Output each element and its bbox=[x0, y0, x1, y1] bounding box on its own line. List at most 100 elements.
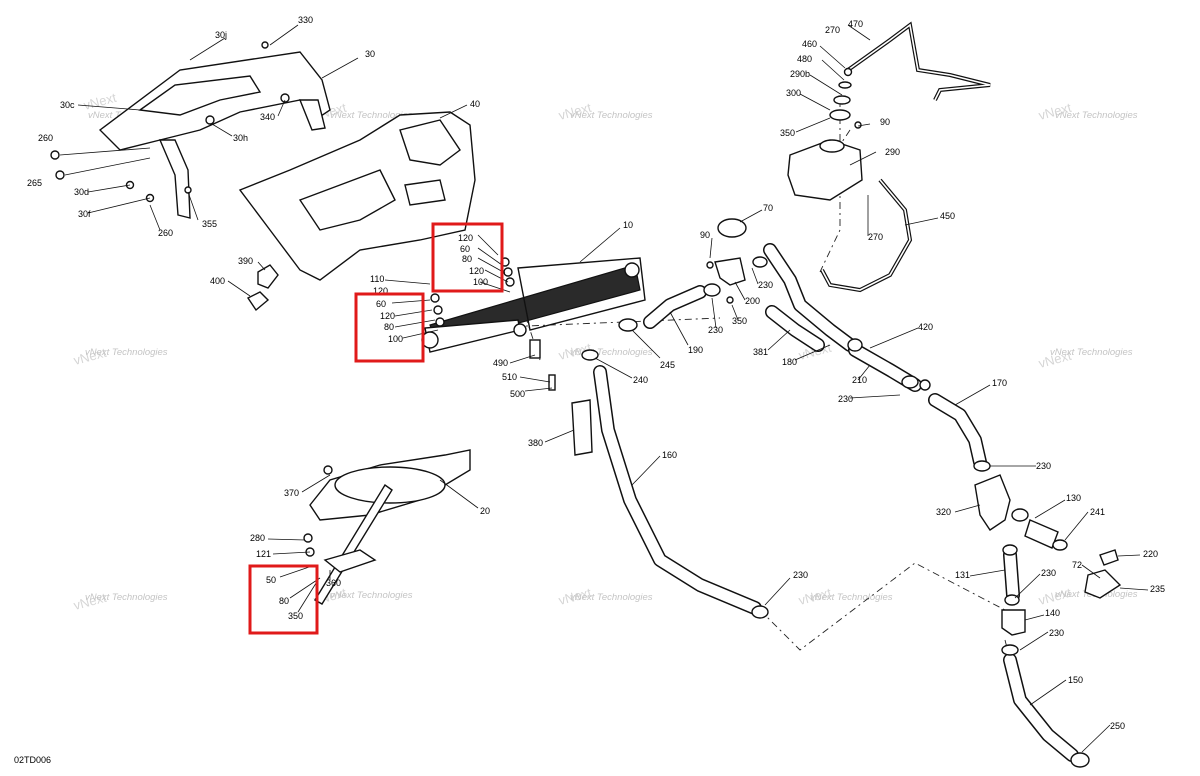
callout-230: 230 bbox=[708, 325, 723, 335]
clip-icon bbox=[246, 291, 270, 312]
callout-10: 10 bbox=[623, 220, 633, 230]
callout-80: 80 bbox=[279, 596, 289, 606]
watermark: vNext Technologies bbox=[330, 110, 413, 121]
hose-380 bbox=[571, 399, 593, 456]
callout-80: 80 bbox=[384, 322, 394, 332]
leader-line bbox=[64, 157, 151, 176]
callout-250: 250 bbox=[1110, 721, 1125, 731]
clip-parts bbox=[246, 264, 279, 312]
callout-265: 265 bbox=[27, 178, 42, 188]
callout-70: 70 bbox=[763, 203, 773, 213]
screw-icon bbox=[50, 150, 60, 160]
clamp-icon bbox=[1002, 544, 1018, 556]
callout-230: 230 bbox=[1049, 628, 1064, 638]
clamp-icon bbox=[703, 283, 721, 297]
hose-131-inner bbox=[1004, 549, 1019, 601]
callout-360: 360 bbox=[326, 578, 341, 588]
washer-icon bbox=[433, 305, 443, 315]
clamp-icon bbox=[973, 460, 991, 472]
assembly-line bbox=[759, 562, 1006, 651]
thermostat-housing bbox=[714, 257, 746, 286]
clamp-icon bbox=[752, 256, 768, 268]
tube-450-inner bbox=[821, 179, 911, 291]
callout-121: 121 bbox=[256, 549, 271, 559]
clamp-icon bbox=[847, 338, 863, 352]
callouts: 330 30j 30 30c 260 265 30d 30f 260 355 3… bbox=[27, 15, 1165, 731]
clamp-icon bbox=[581, 349, 599, 361]
callout-160: 160 bbox=[662, 450, 677, 460]
assembly-line bbox=[819, 100, 841, 273]
clamp-icon bbox=[1070, 752, 1090, 768]
callout-480: 480 bbox=[797, 54, 812, 64]
callout-80: 80 bbox=[462, 254, 472, 264]
washer-icon bbox=[435, 317, 445, 327]
callout-30f: 30f bbox=[78, 209, 91, 219]
callout-190: 190 bbox=[688, 345, 703, 355]
callout-490: 490 bbox=[493, 358, 508, 368]
panel-cutout bbox=[404, 179, 446, 206]
callout-120: 120 bbox=[380, 311, 395, 321]
callout-180: 180 bbox=[782, 357, 797, 367]
callout-90: 90 bbox=[700, 230, 710, 240]
panel-cutout bbox=[399, 119, 461, 166]
callout-330: 330 bbox=[298, 15, 313, 25]
panel-cutout bbox=[298, 169, 396, 231]
bolt-icon bbox=[548, 374, 556, 391]
callout-220: 220 bbox=[1143, 549, 1158, 559]
callout-200: 200 bbox=[745, 296, 760, 306]
fan-shroud bbox=[303, 449, 471, 605]
callout-230: 230 bbox=[793, 570, 808, 580]
screw-icon bbox=[303, 533, 313, 543]
callout-320: 320 bbox=[936, 507, 951, 517]
callout-350: 350 bbox=[780, 128, 795, 138]
watermarks: vNext vNext Technologies vNext vNext Tec… bbox=[72, 90, 1138, 613]
fitting-icon bbox=[833, 95, 851, 105]
tank-neck bbox=[819, 139, 845, 153]
radiator-cap-icon bbox=[717, 218, 747, 238]
callout-270: 270 bbox=[825, 25, 840, 35]
callout-140: 140 bbox=[1045, 608, 1060, 618]
clip-icon bbox=[1099, 549, 1119, 566]
callout-450: 450 bbox=[940, 211, 955, 221]
callout-390: 390 bbox=[238, 256, 253, 266]
tube-470-inner bbox=[847, 23, 991, 101]
red-highlight-frame bbox=[248, 564, 319, 635]
callout-60: 60 bbox=[376, 299, 386, 309]
radiator-frame bbox=[517, 257, 646, 331]
callout-470: 470 bbox=[848, 19, 863, 29]
hose-190-inner bbox=[644, 286, 706, 328]
screw-icon bbox=[323, 465, 333, 475]
callout-120: 120 bbox=[469, 266, 484, 276]
washer-icon bbox=[503, 267, 513, 277]
red-highlight-frame bbox=[431, 222, 504, 293]
bracket-icon bbox=[323, 549, 377, 573]
callout-230: 230 bbox=[1041, 568, 1056, 578]
callout-40: 40 bbox=[470, 99, 480, 109]
clip-icon bbox=[257, 264, 279, 289]
callout-340: 340 bbox=[260, 112, 275, 122]
callout-50: 50 bbox=[266, 575, 276, 585]
fitting-icon bbox=[843, 67, 853, 77]
clip-icon bbox=[205, 115, 215, 125]
callout-60: 60 bbox=[460, 244, 470, 254]
highlight-box-3: 50 80 350 bbox=[248, 564, 319, 635]
screw-icon bbox=[726, 296, 734, 304]
callout-420: 420 bbox=[918, 322, 933, 332]
callout-210: 210 bbox=[852, 375, 867, 385]
screw-icon bbox=[706, 261, 714, 269]
callout-400: 400 bbox=[210, 276, 225, 286]
hose-180-inner bbox=[764, 244, 856, 351]
clip-icon bbox=[280, 93, 290, 103]
screw-icon bbox=[55, 170, 65, 180]
callout-30c: 30c bbox=[60, 100, 75, 110]
callout-235: 235 bbox=[1150, 584, 1165, 594]
clamp-icon bbox=[1011, 508, 1029, 522]
callout-130: 130 bbox=[1066, 493, 1081, 503]
callout-245: 245 bbox=[660, 360, 675, 370]
bracket-leg bbox=[298, 99, 326, 131]
callout-381: 381 bbox=[753, 347, 768, 357]
hose-170-inner bbox=[929, 394, 986, 468]
hose-381-inner bbox=[766, 306, 824, 351]
watermark: vNext Technologies bbox=[85, 592, 168, 603]
